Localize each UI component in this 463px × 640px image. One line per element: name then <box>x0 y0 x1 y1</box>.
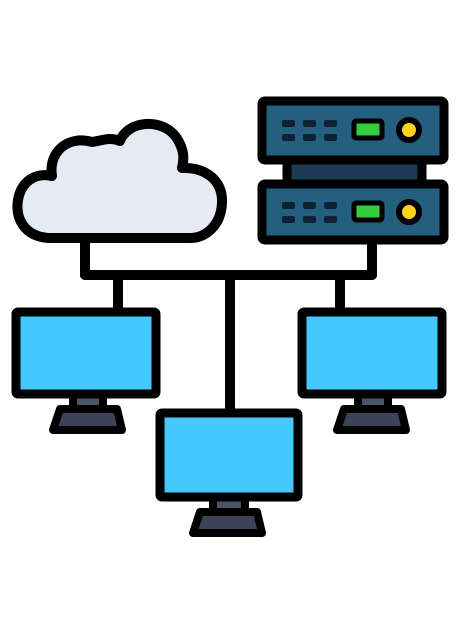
vent-slots-icon <box>282 120 337 141</box>
monitor-base <box>333 405 410 434</box>
monitor-base <box>189 508 266 537</box>
server-unit-bottom <box>257 179 449 245</box>
server-rack-icon <box>257 96 449 245</box>
vent-slots-icon <box>282 202 337 223</box>
monitor-screen <box>155 408 303 502</box>
monitor-center-icon <box>155 408 303 537</box>
status-led-icon <box>351 200 385 223</box>
network-connections <box>80 233 377 418</box>
monitor-left-icon <box>11 307 161 434</box>
server-unit-top <box>257 96 449 165</box>
status-led-icon <box>351 118 385 141</box>
monitor-base <box>49 405 126 434</box>
cloud-icon <box>12 118 227 243</box>
power-knob-icon <box>396 199 422 225</box>
monitor-screen <box>297 307 447 399</box>
monitor-screen <box>11 307 161 399</box>
power-knob-icon <box>396 117 422 143</box>
monitor-right-icon <box>297 307 447 434</box>
